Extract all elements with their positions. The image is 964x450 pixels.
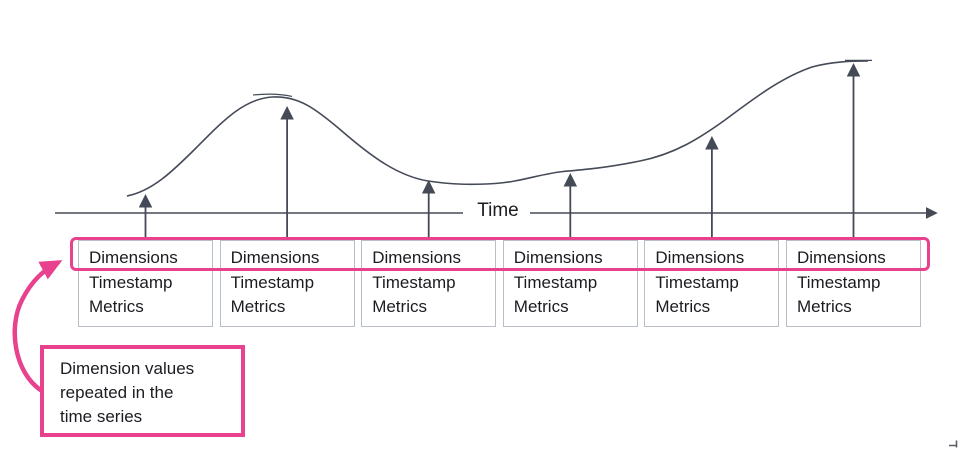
record-box-5: Dimensions Timestamp Metrics — [644, 240, 780, 327]
timestamp-label: Timestamp — [372, 272, 456, 292]
curve-sketch-dash-peak — [252, 93, 293, 97]
corner-artifact-mark — [949, 440, 958, 448]
metrics-label: Metrics — [89, 297, 144, 316]
timestamp-label: Timestamp — [513, 272, 598, 292]
time-axis-label: Time — [477, 200, 519, 221]
record-box-2: Dimensions Timestamp Metrics — [219, 240, 355, 327]
series-curve — [126, 60, 869, 197]
record-box-3: Dimensions Timestamp Metrics — [361, 240, 497, 327]
metrics-label: Metrics — [513, 297, 569, 316]
dimensions-label: Dimensions — [513, 248, 603, 267]
metrics-label: Metrics — [797, 297, 852, 316]
timestamp-label: Timestamp — [655, 272, 739, 292]
record-box-4: Dimensions Timestamp Metrics — [502, 240, 638, 327]
timestamp-label: Timestamp — [797, 272, 881, 292]
callout-text-line: time series — [60, 407, 143, 426]
timestamp-label: Timestamp — [230, 272, 315, 292]
callout-text-line: Dimension values — [60, 359, 195, 378]
record-box-1: Dimensions Timestamp Metrics — [78, 240, 213, 327]
callout-box: Dimension values repeated in the time se… — [40, 345, 245, 437]
dimensions-label: Dimensions — [797, 248, 886, 267]
timestamp-label: Timestamp — [89, 272, 173, 292]
dimensions-label: Dimensions — [372, 248, 461, 267]
record-box-6: Dimensions Timestamp Metrics — [786, 240, 921, 327]
dimensions-label: Dimensions — [89, 248, 178, 267]
metrics-label: Metrics — [230, 297, 286, 316]
metrics-label: Metrics — [372, 297, 427, 316]
dimensions-label: Dimensions — [655, 248, 745, 267]
dimensions-label: Dimensions — [230, 248, 320, 267]
callout-text-line: repeated in the — [60, 383, 174, 402]
metrics-label: Metrics — [655, 297, 711, 316]
